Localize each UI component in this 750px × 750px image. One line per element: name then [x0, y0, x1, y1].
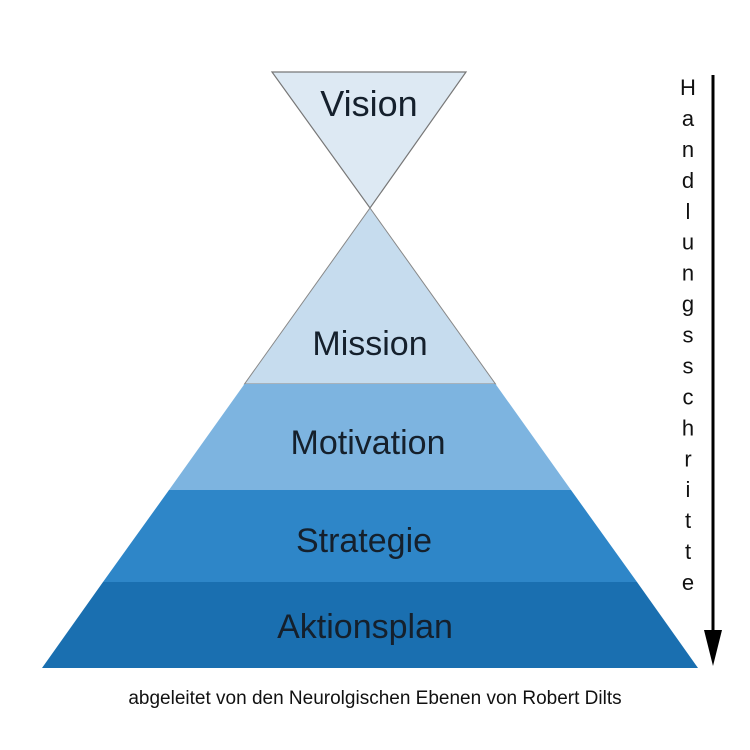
arrow-label-letter: h — [682, 415, 694, 440]
motivation-band — [169, 384, 571, 490]
strategie-label: Strategie — [296, 522, 432, 560]
arrow-label-letter: g — [682, 292, 694, 317]
strategie-band — [103, 490, 637, 582]
aktionsplan-label: Aktionsplan — [277, 608, 453, 646]
aktionsplan-band — [42, 582, 698, 668]
arrow-label-letter: u — [682, 230, 694, 255]
arrow-label-letter: r — [684, 446, 691, 471]
arrow-label-letter: s — [683, 353, 694, 378]
arrow-label-letter: s — [683, 323, 694, 348]
arrow-label-letter: a — [682, 106, 695, 131]
vision-triangle — [270, 71, 468, 210]
arrow-head — [704, 630, 722, 666]
arrow-label-letter: H — [680, 75, 696, 100]
motivation-label: Motivation — [291, 424, 446, 462]
arrow-label-letter: c — [683, 384, 694, 409]
mission-label: Mission — [312, 325, 427, 363]
arrow-label-letter: d — [682, 168, 694, 193]
caption: abgeleitet von den Neurolgischen Ebenen … — [128, 688, 622, 709]
arrow-label-letter: n — [682, 261, 694, 286]
arrow-label-letter: t — [685, 508, 691, 533]
arrow-label-letter: n — [682, 137, 694, 162]
arrow-label-letter: e — [682, 570, 694, 595]
arrow-label-letter: i — [686, 477, 691, 502]
vision-label: Vision — [320, 83, 417, 124]
arrow-label-letter: l — [686, 199, 691, 224]
arrow-label-letter: t — [685, 539, 691, 564]
